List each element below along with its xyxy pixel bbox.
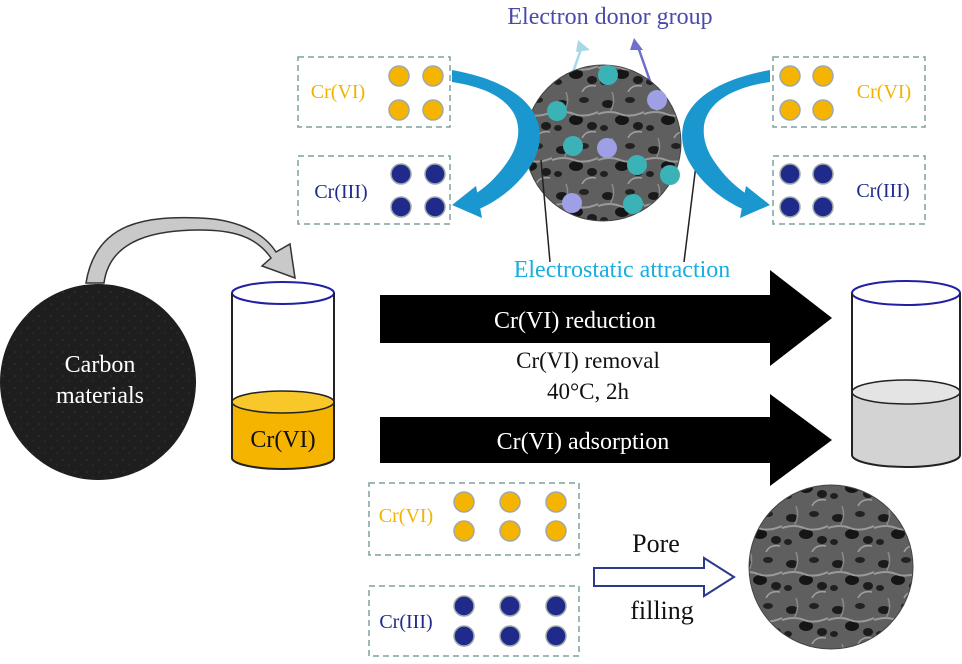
cr3-ion: [812, 196, 834, 218]
cr6-ion: [499, 520, 521, 542]
electrostatic-label: Electrostatic attraction: [514, 257, 731, 283]
cr6-ion: [779, 99, 801, 121]
cr6-ion: [779, 65, 801, 87]
beaker-treated: [851, 280, 961, 468]
add-carbon-arrow: [85, 216, 296, 284]
adsorption-arrow: Cr(VI) adsorption: [380, 394, 832, 486]
conditions-label: 40°C, 2h: [547, 379, 630, 404]
functional-group-dots: [547, 65, 680, 214]
box-cr3-top-left: Cr(III): [297, 155, 451, 225]
cr3-ion: [390, 196, 412, 218]
cr3-ion: [812, 163, 834, 185]
cr6-ion: [453, 520, 475, 542]
cr3-label: Cr(III): [856, 180, 909, 202]
box-cr6-bottom: Cr(VI): [368, 482, 580, 556]
sem-sphere-bottom: [748, 484, 914, 650]
reduction-label: Cr(VI) reduction: [494, 308, 656, 334]
removal-label: Cr(VI) removal: [516, 348, 660, 373]
cr3-ion: [453, 595, 475, 617]
cr6-label: Cr(VI): [857, 81, 911, 103]
cr3-ion: [499, 595, 521, 617]
cr6-ion: [422, 99, 444, 121]
cr6-ion: [545, 491, 567, 513]
curved-arrow-right: [682, 70, 770, 218]
electron-donor-label: Electron donor group: [507, 4, 712, 30]
pore-filling-arrow: [593, 556, 736, 598]
cr6-ion: [812, 65, 834, 87]
box-cr6-top-right: Cr(VI): [772, 56, 926, 128]
filling-label: filling: [630, 596, 694, 625]
carbon-material-sphere: Carbon materials: [0, 284, 196, 480]
cr6-label: Cr(VI): [379, 505, 433, 527]
beaker-cr6: Cr(VI): [231, 281, 335, 470]
curved-arrow-left: [452, 70, 540, 218]
box-cr6-top-left: Cr(VI): [297, 56, 451, 128]
cr3-ion: [545, 625, 567, 647]
box-cr3-bottom: Cr(III): [368, 585, 580, 657]
cr6-ion: [388, 65, 410, 87]
cr3-ion: [390, 163, 412, 185]
carbon-label-line2: materials: [56, 383, 144, 409]
cr3-ion: [453, 625, 475, 647]
cr3-ion: [499, 625, 521, 647]
cr3-label: Cr(III): [379, 611, 432, 633]
carbon-label-line1: Carbon: [65, 352, 136, 378]
beaker-cr6-label: Cr(VI): [250, 427, 315, 453]
cr6-ion: [545, 520, 567, 542]
reduction-arrow: Cr(VI) reduction: [380, 270, 832, 366]
cr3-ion: [424, 163, 446, 185]
cr6-ion: [422, 65, 444, 87]
cr3-ion: [545, 595, 567, 617]
cr6-label: Cr(VI): [311, 81, 365, 103]
cr3-label: Cr(III): [314, 181, 367, 203]
electrostatic-leaders: [540, 159, 697, 263]
cr6-ion: [499, 491, 521, 513]
box-cr3-top-right: Cr(III): [772, 155, 926, 225]
cr3-ion: [424, 196, 446, 218]
cr6-ion: [453, 491, 475, 513]
cr6-ion: [388, 99, 410, 121]
pore-label: Pore: [632, 529, 680, 558]
adsorption-label: Cr(VI) adsorption: [497, 429, 670, 455]
cr6-ion: [812, 99, 834, 121]
cr3-ion: [779, 163, 801, 185]
cr3-ion: [779, 196, 801, 218]
